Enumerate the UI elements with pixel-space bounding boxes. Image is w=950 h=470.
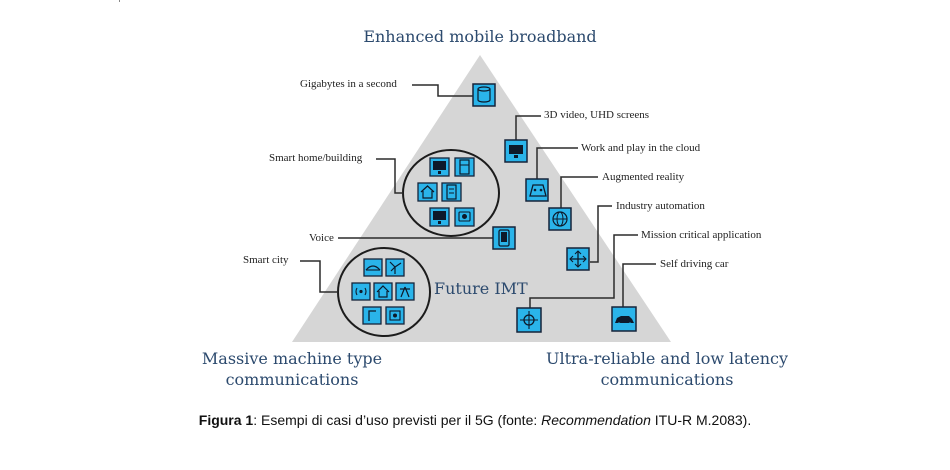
label-mission: Mission critical application	[641, 229, 762, 241]
heading-massive-line1: Massive machine type	[201, 349, 383, 368]
line-video	[515, 115, 541, 140]
label-cloud: Work and play in the cloud	[581, 142, 701, 154]
label-smart-city: Smart city	[243, 254, 289, 266]
line-mission	[529, 234, 638, 308]
home-icon	[373, 282, 393, 301]
streetlight-icon	[362, 306, 382, 325]
heading-ultra-line1: Ultra-reliable and low latency	[546, 349, 788, 368]
gamepad-icon	[525, 178, 549, 202]
line-industry	[590, 205, 612, 263]
page-mark	[119, 0, 120, 2]
label-video: 3D video, UHD screens	[544, 109, 650, 121]
caption-italic: Recommendation	[541, 412, 651, 428]
line-smart-home	[376, 158, 403, 194]
tower-icon	[395, 282, 415, 301]
caption-figure-number: Figura 1	[198, 412, 254, 428]
building-icon	[441, 182, 462, 202]
screen-icon	[429, 207, 450, 227]
house-icon	[417, 182, 438, 202]
tv-icon	[429, 157, 450, 177]
label-industry: Industry automation	[616, 200, 705, 212]
monitor-icon	[504, 139, 528, 163]
phone-icon	[492, 226, 516, 250]
label-smart-home: Smart home/building	[269, 152, 363, 164]
target-icon	[516, 307, 542, 333]
label-ar: Augmented reality	[602, 171, 685, 183]
heading-ultra-line2: communications	[600, 370, 734, 389]
line-smart-city	[300, 260, 338, 293]
caption-text-after: ITU-R M.2083).	[650, 412, 752, 428]
figure-caption: Figura 1: Esempi di casi d’uso previsti …	[0, 412, 950, 428]
windmill-icon	[385, 258, 405, 277]
line-car	[622, 263, 656, 307]
connector-lines	[300, 84, 656, 308]
line-gigabytes	[412, 84, 473, 97]
heading-massive-line2: communications	[225, 370, 359, 389]
database-icon	[472, 83, 496, 107]
heading-ultra-reliable: Ultra-reliable and low latency communica…	[528, 348, 806, 390]
bridge-icon	[363, 258, 383, 277]
caption-text-before: : Esempi di casi d’uso previsti per il 5…	[253, 412, 542, 428]
meter-icon	[385, 306, 405, 325]
heading-enhanced-mobile-broadband: Enhanced mobile broadband	[363, 27, 597, 46]
camera-icon	[454, 207, 475, 227]
line-ar	[560, 176, 598, 208]
arrows-icon	[566, 247, 590, 271]
line-cloud	[536, 147, 578, 179]
label-car: Self driving car	[660, 258, 729, 270]
label-gigabytes: Gigabytes in a second	[300, 78, 397, 90]
car-icon	[611, 306, 637, 332]
signal-icon	[351, 282, 371, 301]
heading-massive-machine: Massive machine type communications	[178, 348, 406, 390]
future-imt-label: Future IMT	[434, 279, 528, 298]
fridge-icon	[454, 157, 475, 177]
globe-icon	[548, 207, 572, 231]
label-voice: Voice	[309, 232, 334, 244]
